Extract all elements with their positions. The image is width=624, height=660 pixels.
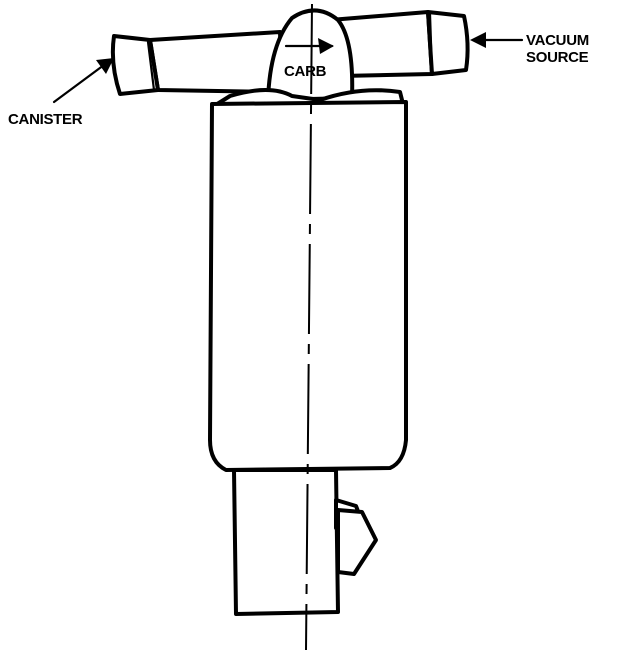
vacuum-port [328,10,470,78]
carb-label: CARB [284,63,327,80]
valve-body [208,100,408,472]
center-line [305,3,313,651]
carb-arrow [284,38,334,54]
lower-body [232,468,378,616]
canister-label: CANISTER [8,111,83,128]
vacuum-label-line2: SOURCE [526,49,589,66]
canister-port [110,30,284,96]
vacuum-arrow [470,32,524,48]
vacuum-label-line1: VACUUM [526,32,589,49]
canister-arrow [52,58,114,104]
